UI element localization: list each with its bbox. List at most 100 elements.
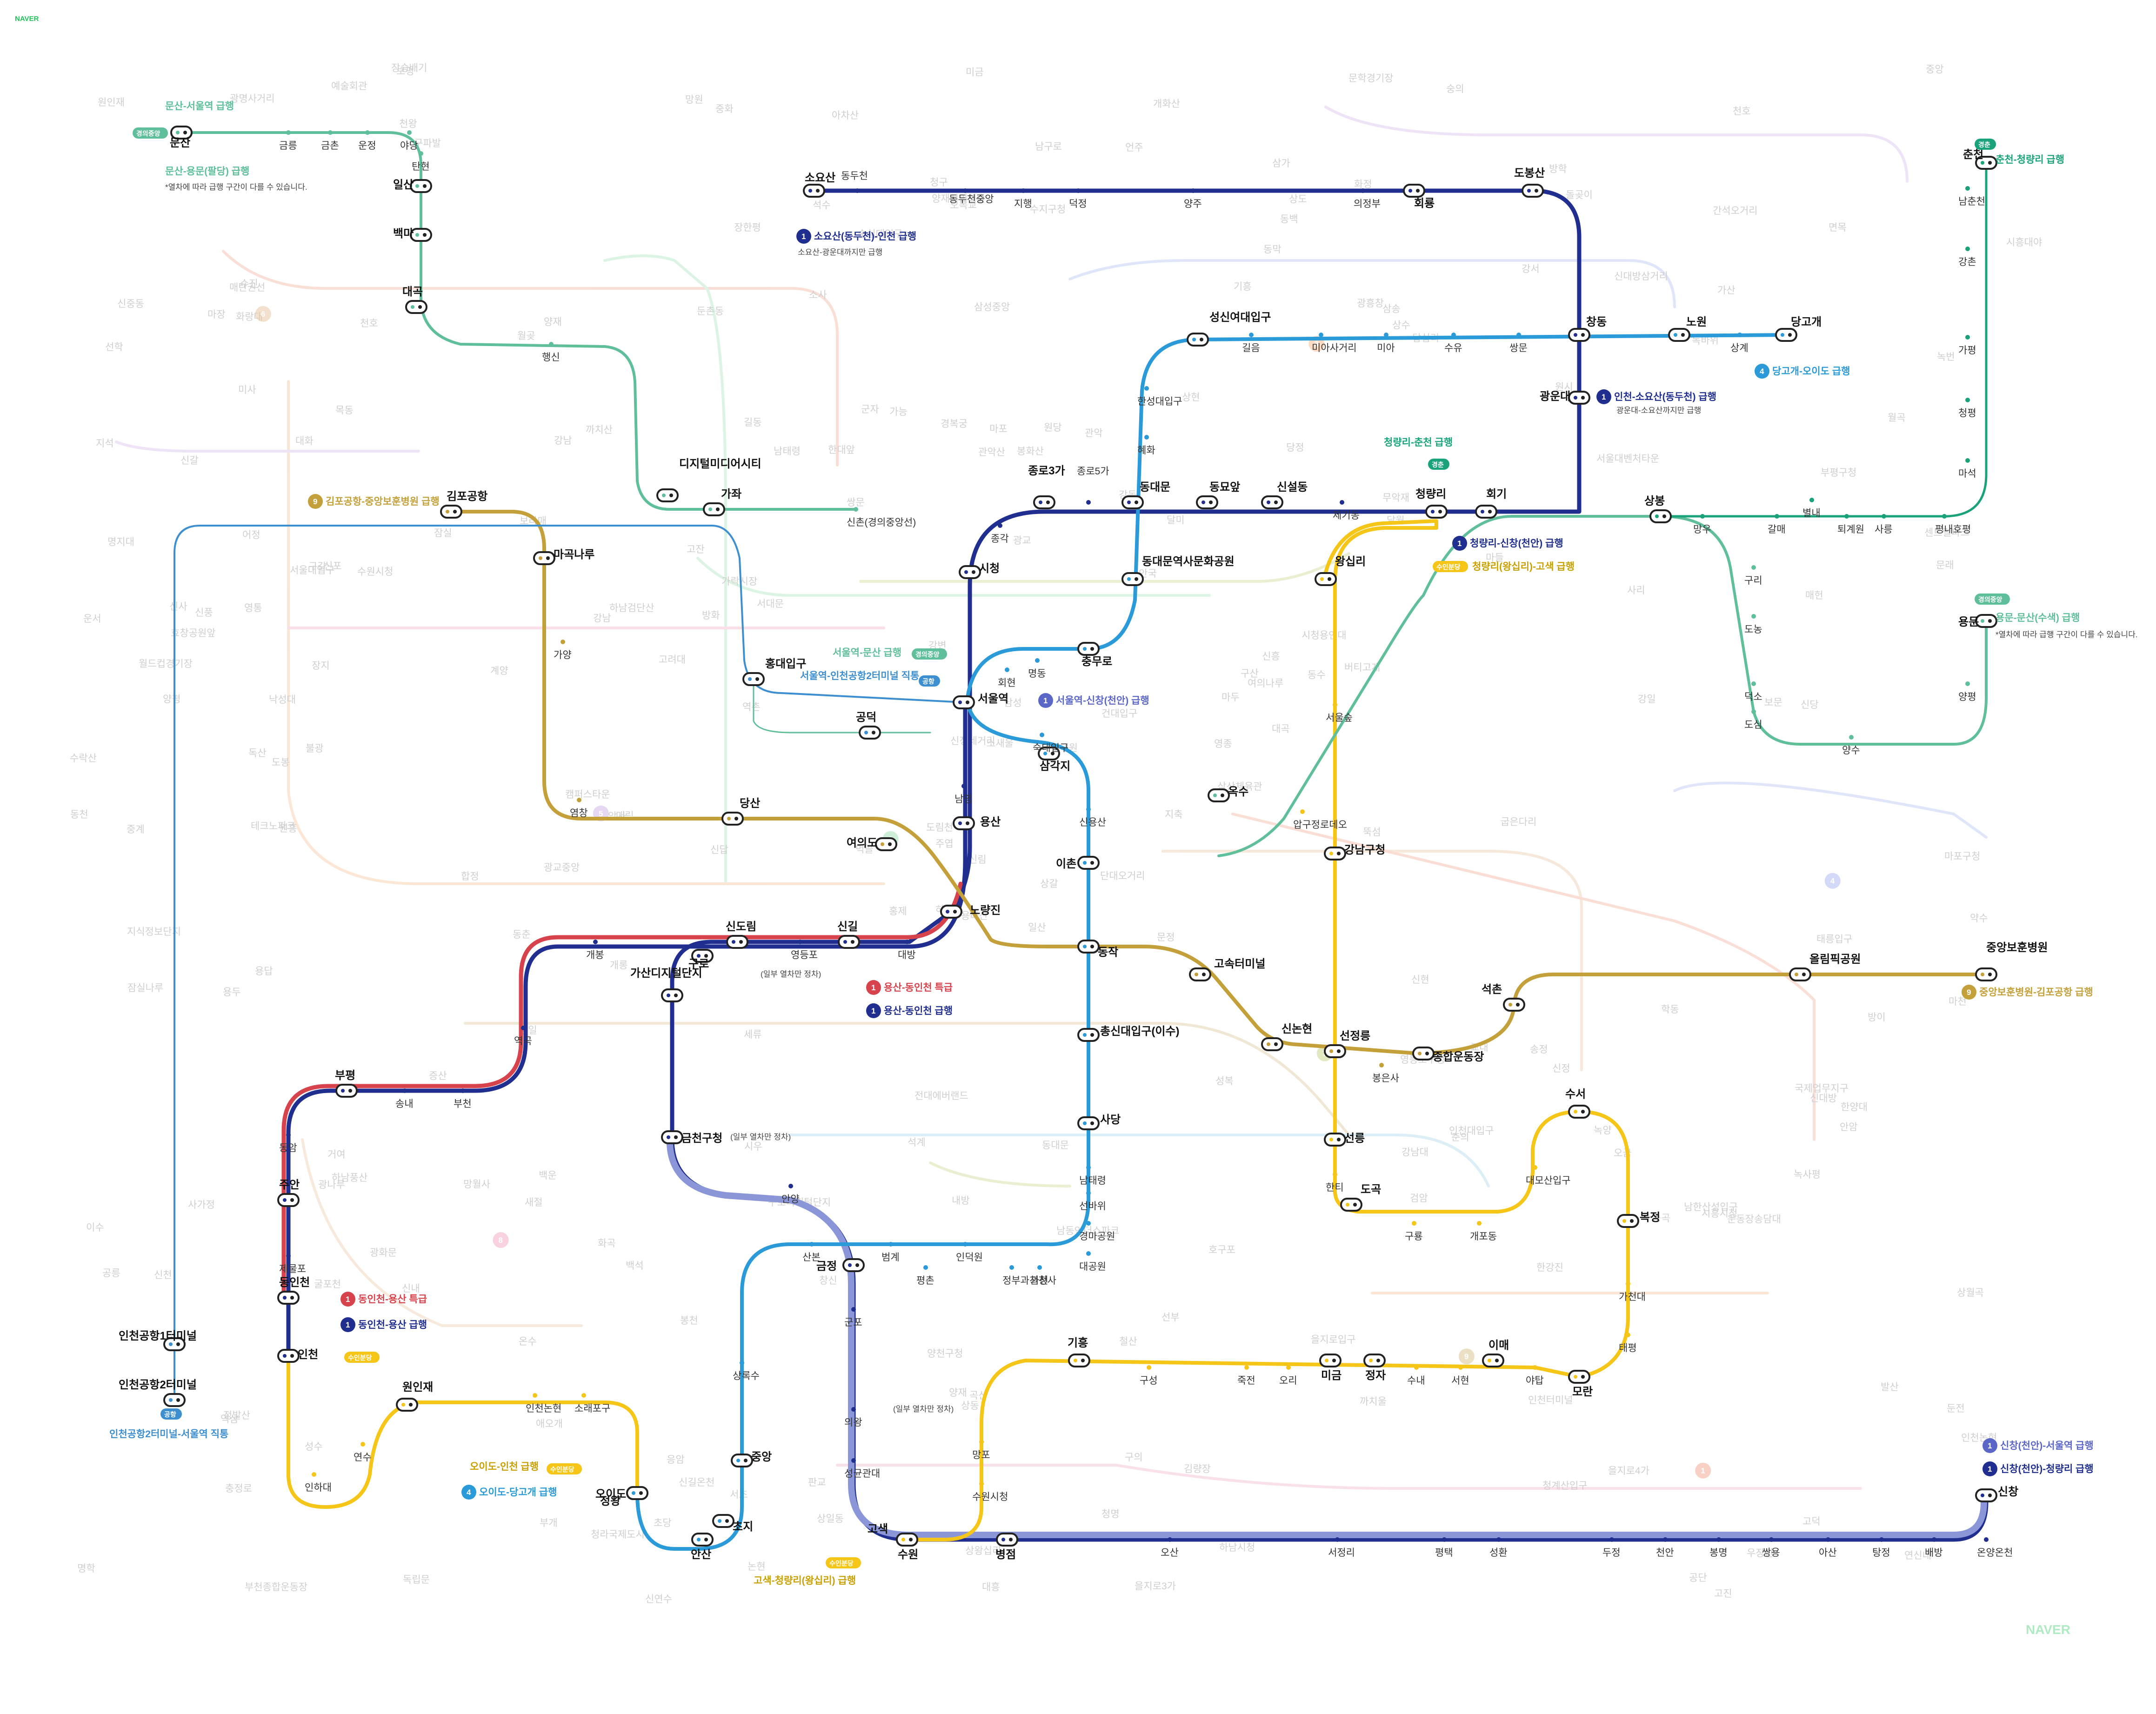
transfer-marker[interactable]	[1038, 747, 1060, 760]
transfer-marker[interactable]	[1649, 509, 1672, 523]
station-marker-138[interactable]	[1617, 1214, 1639, 1228]
transfer-marker[interactable]	[1261, 495, 1283, 509]
station-marker-65[interactable]	[838, 935, 860, 949]
station-dot[interactable]	[1037, 1265, 1042, 1270]
station-marker-43[interactable]	[1077, 1116, 1100, 1130]
station-marker-100[interactable]	[170, 126, 193, 140]
station-dot[interactable]	[1086, 807, 1091, 812]
station-dot[interactable]	[1663, 1537, 1668, 1542]
transfer-marker[interactable]	[712, 1514, 734, 1528]
transfer-marker[interactable]	[440, 505, 462, 519]
station-marker-109[interactable]	[703, 502, 725, 516]
station-marker-154[interactable]	[896, 1533, 918, 1547]
station-dot[interactable]	[998, 523, 1002, 528]
transfer-marker[interactable]	[731, 1454, 753, 1467]
transfer-marker[interactable]	[959, 565, 981, 579]
station-dot[interactable]	[1737, 333, 1742, 337]
station-marker-67[interactable]	[726, 935, 748, 949]
station-marker-118[interactable]	[875, 837, 897, 851]
station-dot[interactable]	[577, 798, 581, 802]
station-marker-108[interactable]	[656, 488, 679, 502]
station-dot[interactable]	[1361, 188, 1365, 193]
station-dot[interactable]	[419, 151, 423, 156]
station-dot[interactable]	[923, 1265, 928, 1270]
station-dot[interactable]	[963, 1242, 968, 1247]
station-marker-180[interactable]	[1975, 614, 1997, 628]
station-marker-41[interactable]	[1077, 940, 1100, 954]
station-marker-126[interactable]	[1315, 572, 1337, 586]
station-markers[interactable]	[163, 126, 1997, 1547]
transfer-marker[interactable]	[1975, 156, 1997, 170]
station-dot[interactable]	[1965, 681, 1970, 686]
station-dot[interactable]	[1809, 498, 1814, 502]
station-dot[interactable]	[461, 1088, 465, 1093]
transfer-marker[interactable]	[1482, 1354, 1504, 1367]
station-marker-137[interactable]	[1568, 1105, 1590, 1119]
station-dot[interactable]	[1451, 333, 1456, 337]
station-marker-60[interactable]	[626, 1486, 648, 1500]
station-dot[interactable]	[963, 188, 968, 193]
transfer-marker[interactable]	[277, 1193, 300, 1207]
station-marker-76[interactable]	[996, 1533, 1018, 1547]
station-dot[interactable]	[1496, 1537, 1501, 1542]
transfer-marker[interactable]	[277, 1349, 300, 1363]
station-dot[interactable]	[979, 1440, 984, 1444]
station-marker-7[interactable]	[1403, 184, 1425, 198]
station-dot[interactable]	[1775, 514, 1779, 519]
station-dot[interactable]	[1340, 500, 1344, 505]
transfer-marker[interactable]	[721, 812, 744, 826]
station-dot[interactable]	[1040, 733, 1044, 737]
transfer-marker[interactable]	[1568, 391, 1590, 405]
station-dot[interactable]	[286, 130, 291, 135]
station-dot[interactable]	[1086, 1165, 1091, 1170]
station-dot[interactable]	[593, 940, 598, 944]
station-marker-124[interactable]	[1789, 967, 1811, 981]
transfer-marker[interactable]	[1324, 1044, 1346, 1058]
station-dot[interactable]	[1286, 1365, 1291, 1370]
station-dot[interactable]	[1144, 435, 1149, 440]
station-dot[interactable]	[1942, 514, 1947, 519]
transfer-marker[interactable]	[1522, 184, 1544, 198]
transfer-marker[interactable]	[1340, 1198, 1362, 1212]
transfer-marker[interactable]	[996, 1533, 1018, 1547]
station-dot[interactable]	[1932, 1537, 1936, 1542]
station-dot[interactable]	[1333, 1172, 1337, 1177]
station-dot[interactable]	[1849, 735, 1854, 740]
station-marker-160[interactable]	[1208, 788, 1230, 802]
station-marker-53[interactable]	[842, 1258, 865, 1272]
station-marker-26[interactable]	[1475, 505, 1497, 519]
station-marker-94[interactable]	[335, 1084, 358, 1098]
station-dot[interactable]	[1086, 1221, 1091, 1226]
transfer-marker[interactable]	[859, 726, 881, 740]
transfer-marker[interactable]	[875, 837, 897, 851]
station-marker-129[interactable]	[1324, 847, 1346, 860]
transfer-marker[interactable]	[703, 502, 725, 516]
station-dot[interactable]	[1965, 335, 1970, 340]
station-dot[interactable]	[1882, 514, 1886, 519]
station-dot[interactable]	[851, 1458, 856, 1463]
transfer-marker[interactable]	[1121, 572, 1144, 586]
station-dot[interactable]	[1609, 1537, 1614, 1542]
station-dot[interactable]	[360, 1442, 365, 1447]
transfer-marker[interactable]	[803, 184, 825, 198]
station-marker-42[interactable]	[1077, 1028, 1100, 1042]
station-marker-143[interactable]	[1482, 1354, 1504, 1367]
station-marker-120[interactable]	[1261, 1037, 1283, 1051]
station-dot[interactable]	[1300, 809, 1305, 814]
transfer-marker[interactable]	[1196, 495, 1218, 509]
station-dot[interactable]	[1751, 709, 1756, 714]
station-marker-114[interactable]	[533, 551, 555, 565]
station-dot[interactable]	[1147, 1365, 1151, 1370]
station-dot[interactable]	[1965, 458, 1970, 463]
station-dot[interactable]	[581, 1393, 586, 1398]
station-dot[interactable]	[1335, 1537, 1340, 1542]
station-marker-146[interactable]	[1363, 1354, 1386, 1367]
station-dot[interactable]	[1144, 386, 1149, 391]
station-dot[interactable]	[286, 1133, 291, 1137]
station-marker-25[interactable]	[1425, 505, 1448, 519]
station-dot[interactable]	[740, 1361, 744, 1365]
transfer-marker[interactable]	[940, 905, 962, 919]
station-marker-161[interactable]	[1649, 509, 1672, 523]
transfer-marker[interactable]	[1077, 856, 1100, 870]
station-marker-106[interactable]	[405, 300, 427, 314]
